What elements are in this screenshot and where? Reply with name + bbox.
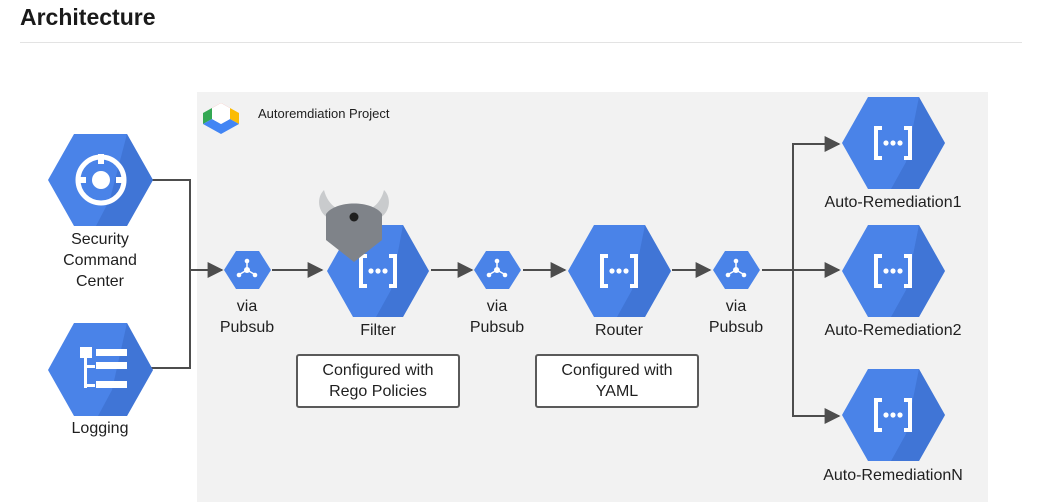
arrow-pubsub3-to-arn <box>792 270 841 424</box>
node-label-auto-remediation-1: Auto-Remediation1 <box>824 194 962 211</box>
config-box-yaml: Configured with YAML <box>535 354 699 408</box>
logging-icon <box>48 323 153 416</box>
cloud-functions-icon <box>842 369 945 461</box>
open-policy-agent-icon <box>319 190 389 262</box>
arrow-logging-to-pubsub <box>150 270 191 369</box>
project-label: Autoremdiation Project <box>258 106 390 121</box>
gcp-project-icon <box>203 103 239 134</box>
node-label-security-command-center: Security Command Center <box>63 231 137 290</box>
config-box-rego-policies: Configured with Rego Policies <box>296 354 460 408</box>
node-label-logging: Logging <box>71 420 129 437</box>
page-title: Architecture <box>20 4 156 30</box>
cloud-functions-icon <box>842 225 945 317</box>
title-divider <box>20 42 1022 43</box>
arrow-pubsub3-to-ar1 <box>762 136 841 271</box>
node-label-pubsub-3: via Pubsub <box>708 298 764 336</box>
cloud-functions-icon <box>568 225 671 317</box>
node-label-pubsub-2: via Pubsub <box>469 298 525 336</box>
node-label-auto-remediation-n: Auto-RemediationN <box>823 467 963 484</box>
pubsub-icon <box>474 251 521 289</box>
arrow-scc-to-pubsub <box>150 179 224 278</box>
node-label-auto-remediation-2: Auto-Remediation2 <box>824 322 962 339</box>
cloud-functions-icon <box>842 97 945 189</box>
pubsub-icon <box>713 251 760 289</box>
node-label-pubsub-1: via Pubsub <box>219 298 275 336</box>
node-label-router: Router <box>594 322 644 339</box>
security-command-center-icon <box>48 134 153 226</box>
pubsub-icon <box>224 251 271 289</box>
node-label-filter: Filter <box>360 322 396 339</box>
connector-lines <box>150 136 841 424</box>
